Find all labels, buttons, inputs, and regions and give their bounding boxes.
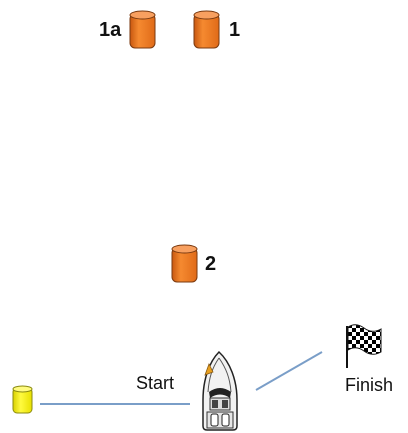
buoy-1a-label: 1a [99,19,122,41]
boat-icon [202,350,238,431]
checkered-flag-icon [346,324,382,368]
finish-line [255,351,323,391]
buoy-1a-icon [129,10,156,49]
start-label: Start [136,373,175,393]
buoy-2-label: 2 [205,253,217,275]
yellow-buoy-icon [12,385,33,414]
buoy-1-label: 1 [229,19,241,41]
buoy-2-icon [171,244,198,283]
finish-label: Finish [345,375,394,395]
buoy-1-icon [193,10,220,49]
